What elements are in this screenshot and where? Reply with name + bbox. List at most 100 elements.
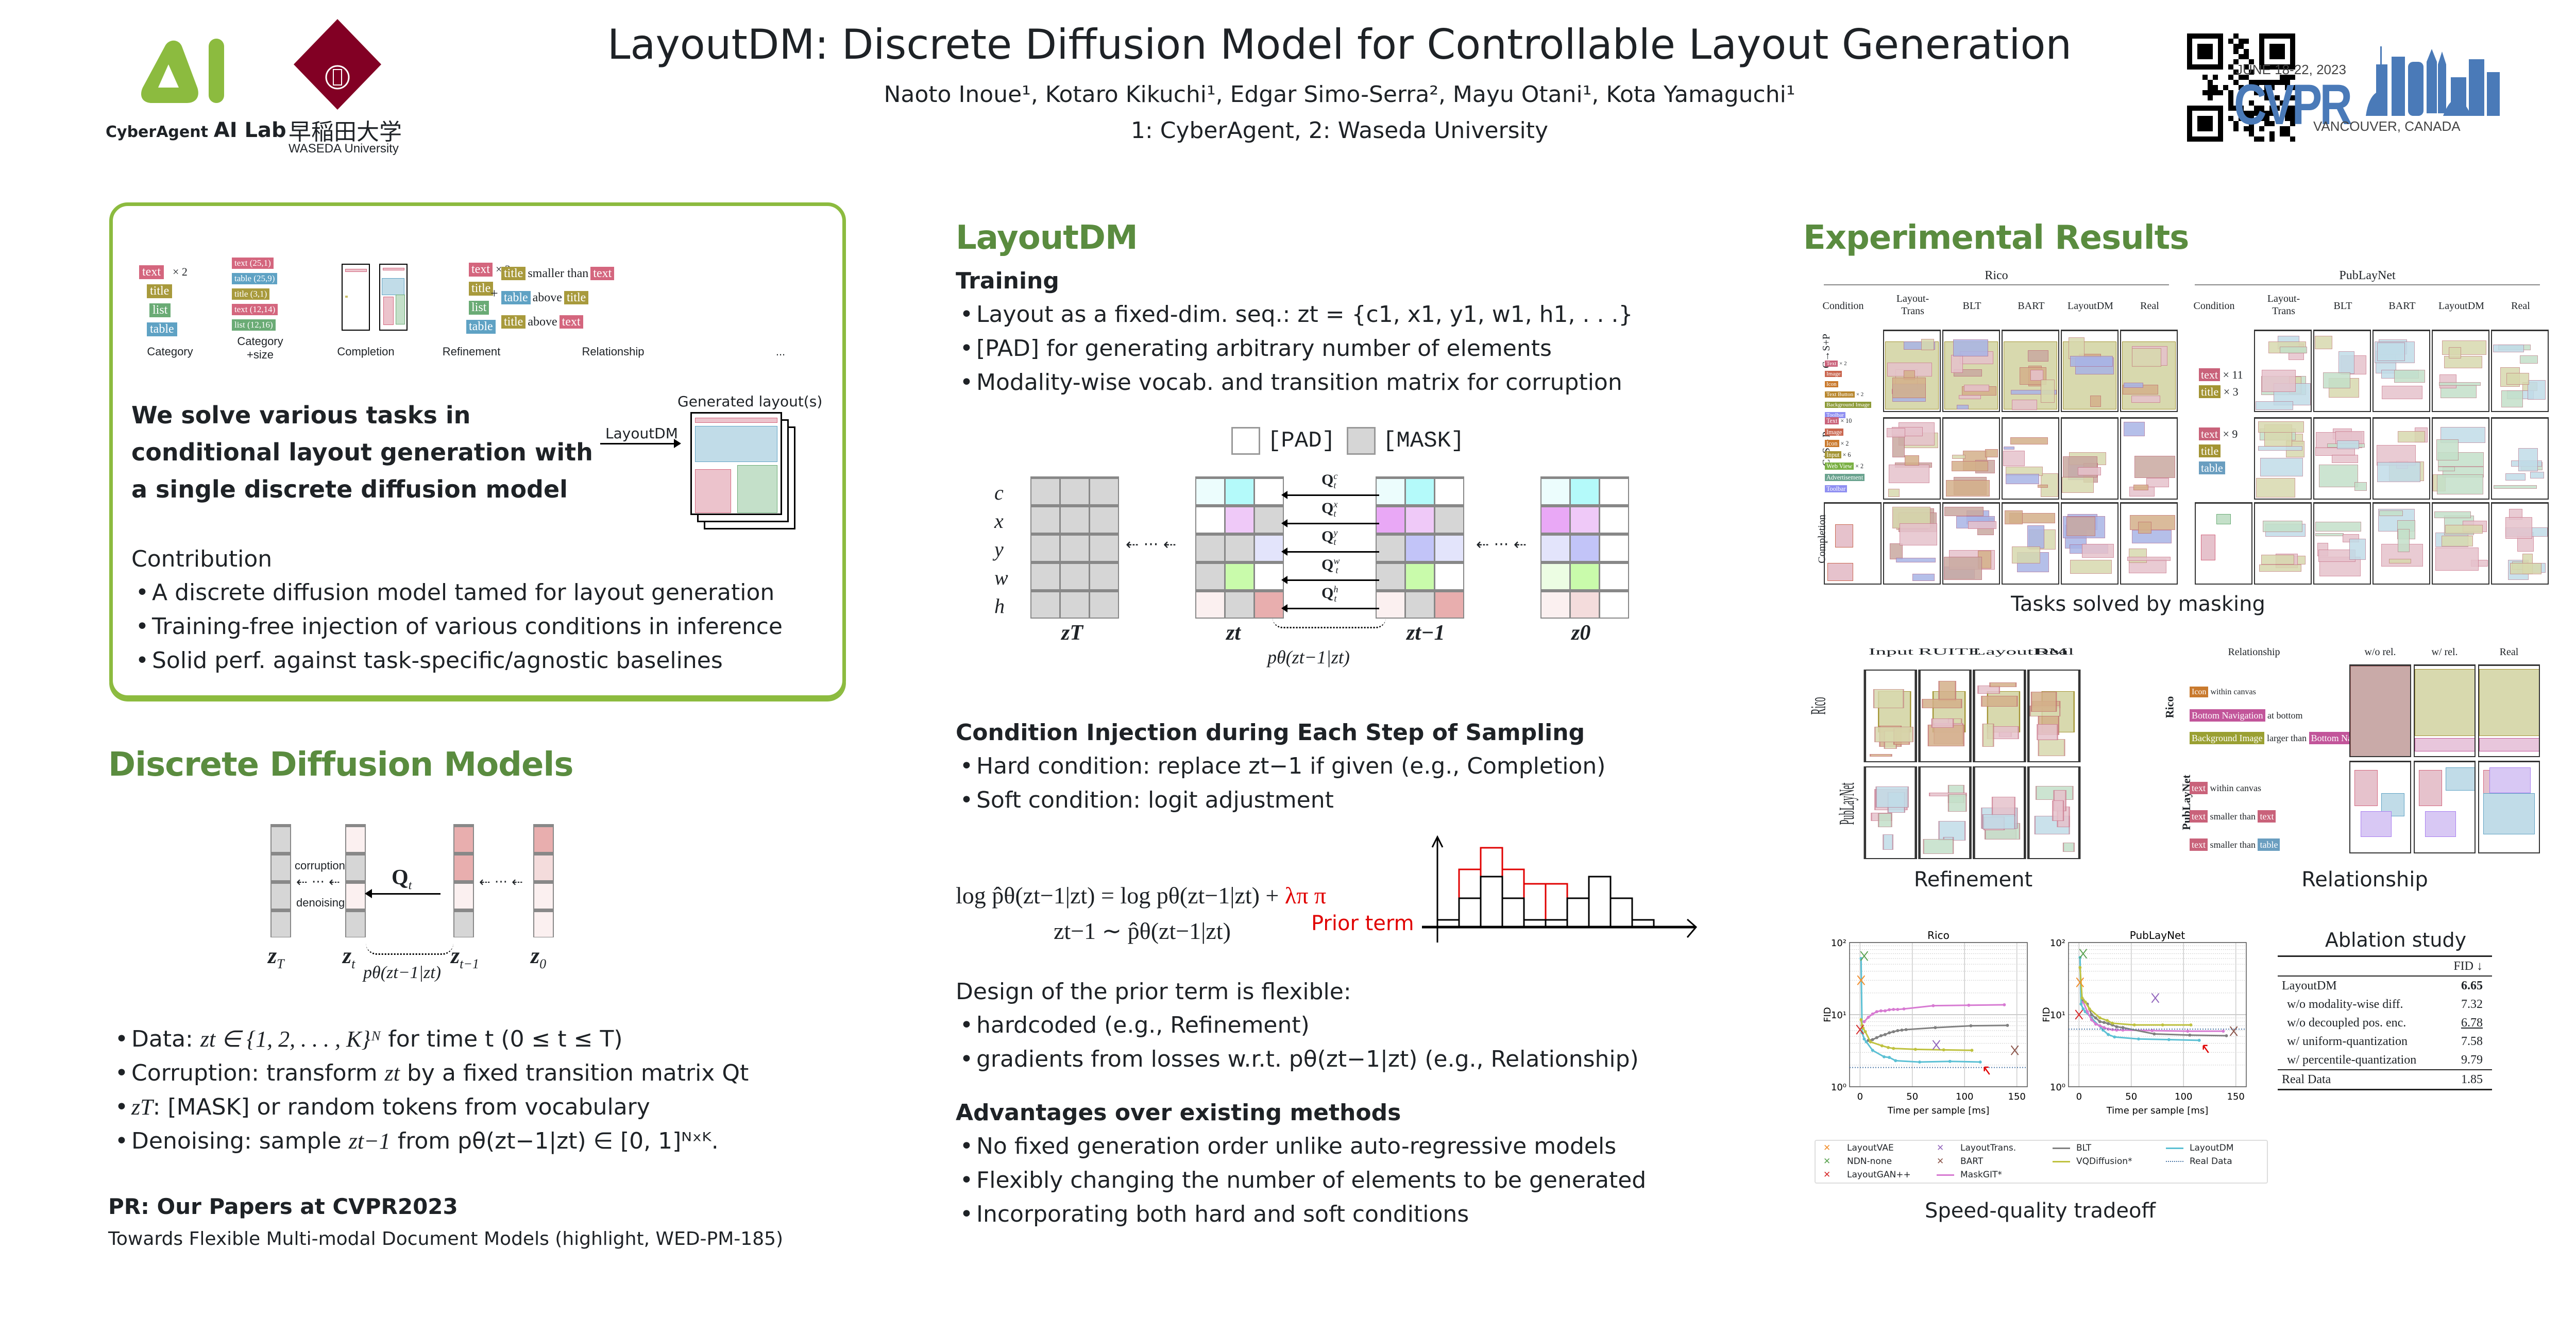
arrowhead-icon [1281, 576, 1287, 584]
pr-paper-link[interactable]: Towards Flexible Multi-modal Document Mo… [108, 1228, 784, 1249]
category-size-tag: list (12,16) [232, 319, 276, 331]
data-point [2153, 1032, 2156, 1036]
data-point [2103, 1026, 2106, 1030]
q-arrow [1281, 519, 1379, 527]
data-point [1978, 1060, 1982, 1064]
training-item: [PAD] for generating arbitrary number of… [956, 332, 1633, 366]
row-label-w: w [994, 566, 1008, 589]
data-point [2132, 1023, 2136, 1026]
token-legend: [PAD] [MASK] [1231, 426, 1464, 455]
layout-element [2003, 446, 2014, 450]
layout-panel [2061, 417, 2119, 500]
token-cell [1196, 536, 1224, 561]
ablation-row: w/o decoupled pos. enc.6.78 [2278, 1014, 2492, 1032]
condition-tag-label: text [2199, 427, 2220, 440]
layout-element [2435, 547, 2479, 571]
tag-count: × 2 [173, 265, 188, 278]
data-point [1902, 1007, 1906, 1011]
condition-tag-label: Icon [1825, 381, 1838, 387]
data-point [1896, 1007, 1900, 1011]
equation-logit-adjust: log p̂θ(zt−1|zt) = log pθ(zt−1|zt) + λπ … [956, 882, 1327, 909]
token-cell [1600, 507, 1628, 533]
x-tick-label: 100 [1956, 1091, 1973, 1102]
layout-panel [1883, 417, 1941, 500]
ablation-header-row: FID ↓ [2278, 956, 2492, 976]
q-label-c: Qct [1321, 471, 1338, 490]
token-cell [1196, 592, 1224, 618]
ablation-row: w/o modality-wise diff.7.32 [2278, 995, 2492, 1014]
relationship-panel [2349, 761, 2411, 853]
data-point [1859, 1018, 1863, 1021]
token-cell [1061, 507, 1089, 533]
data-point [2107, 1022, 2110, 1025]
data-point [1934, 1026, 1937, 1030]
legend-swatch-x-icon: ✕ [1823, 1143, 1831, 1153]
arrowhead-icon [1281, 547, 1287, 556]
layout-element [2011, 400, 2038, 410]
layout-element [2027, 525, 2045, 549]
column-header: Real [2499, 646, 2519, 658]
layout-element [1874, 726, 1913, 743]
layout-element [1900, 523, 1938, 546]
layout-panel [2372, 417, 2430, 500]
column-header: RUITE [1918, 646, 1981, 657]
cvpr-dates: JUNE 18-22, 2023 [2236, 62, 2346, 77]
layout-element [2259, 564, 2301, 572]
relationship-panel [2414, 664, 2476, 757]
layout-element [2003, 450, 2025, 467]
layout-element [1945, 480, 1990, 497]
layout-element [2510, 562, 2542, 574]
section-title-layoutdm: LayoutDM [956, 219, 1138, 257]
relationship-row: text smaller than table [2190, 838, 2280, 851]
layout-panel [1883, 330, 1941, 412]
layout-element [1981, 814, 2015, 829]
token-cell [1406, 507, 1434, 533]
layout-element [1921, 338, 1934, 351]
layout-panel [2491, 502, 2549, 585]
layout-element [1957, 404, 1969, 409]
p-theta-label: pθ(zt−1|zt) [363, 963, 441, 982]
relationship-tag: title [469, 282, 494, 296]
layout-element [2483, 793, 2535, 834]
token-cell [1031, 479, 1059, 504]
layout-element [1877, 813, 1893, 827]
layout-element [2315, 522, 2362, 532]
layout-element [2261, 554, 2294, 565]
condition-tag-label: Text [1825, 417, 1839, 424]
relation-op: above [528, 315, 557, 329]
x-axis-arrow-icon [1686, 918, 1698, 938]
plus-sign: + [490, 286, 498, 301]
relation-tag: text [2258, 810, 2276, 823]
data-point [2107, 1033, 2110, 1036]
layout-element [2280, 346, 2308, 353]
condition-tag-label: Toolbar [1825, 485, 1848, 492]
data-point [2188, 1033, 2192, 1037]
relationship-caption: Relationship [2301, 868, 2428, 892]
layout-element [2530, 471, 2544, 479]
layout-element [2005, 473, 2039, 484]
token-cell [1435, 536, 1463, 561]
vancouver-skyline-icon [2366, 46, 2500, 116]
token-cell [346, 855, 365, 880]
data-point [2103, 1021, 2106, 1024]
completion-element [345, 269, 367, 272]
layout-element [2146, 478, 2169, 487]
layout-element [2258, 446, 2303, 451]
series-line-layoutdm [1860, 958, 1980, 1063]
token-cell [534, 827, 553, 852]
layout-panel [2313, 502, 2371, 585]
corruption-label: corruption [295, 859, 345, 872]
legend-label: LayoutGAN++ [1847, 1170, 1911, 1180]
qr-code[interactable] [2187, 33, 2295, 142]
data-point [2137, 1037, 2140, 1041]
token-cell [1406, 564, 1434, 589]
token-cell [1600, 536, 1628, 561]
relation-tag: title [501, 267, 526, 280]
series-line-layoutdm [2079, 957, 2199, 1041]
refinement-panel [1918, 670, 1972, 762]
relationship-panel [2414, 761, 2476, 853]
token-cell [1061, 592, 1089, 618]
layout-panel [1942, 330, 2000, 412]
